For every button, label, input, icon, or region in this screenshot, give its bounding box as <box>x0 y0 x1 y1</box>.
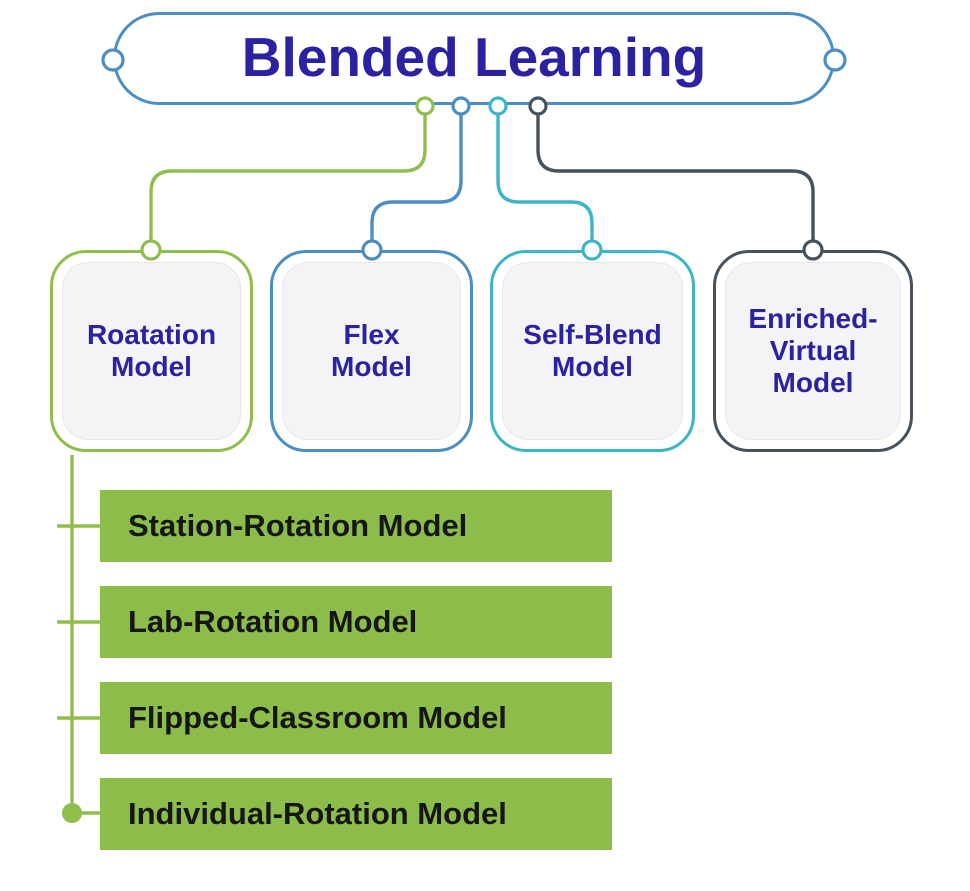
spine-end-dot <box>62 803 82 823</box>
branch-node-rotation: Roatation Model <box>50 250 253 452</box>
branch-node-enriched-virtual: Enriched-Virtual Model <box>713 250 913 452</box>
connector-enriched-virtual <box>536 114 815 241</box>
sub-bar-label: Lab-Rotation Model <box>128 604 418 639</box>
root-node: Blended Learning <box>113 12 835 105</box>
branch-label-enriched-virtual: Enriched-Virtual Model <box>748 302 878 399</box>
branch-label-rotation: Roatation Model <box>86 318 217 382</box>
branch-panel: Self-Blend Model <box>502 262 683 440</box>
sub-bar-label: Station-Rotation Model <box>128 508 468 543</box>
connector-rotation <box>149 114 427 241</box>
branch-label-flex: Flex Model <box>331 318 412 382</box>
branch-node-flex: Flex Model <box>270 250 473 452</box>
connector-flex <box>370 114 463 241</box>
branch-panel: Roatation Model <box>62 262 241 440</box>
sub-bar-label: Flipped-Classroom Model <box>128 700 507 735</box>
sub-bar-individual-rotation: Individual-Rotation Model <box>100 778 612 850</box>
sub-bar-flipped-classroom: Flipped-Classroom Model <box>100 682 612 754</box>
connector-self-blend <box>496 114 594 241</box>
sub-bar-station-rotation: Station-Rotation Model <box>100 490 612 562</box>
sub-bar-lab-rotation: Lab-Rotation Model <box>100 586 612 658</box>
branch-label-self-blend: Self-Blend Model <box>523 318 662 382</box>
branch-panel: Enriched-Virtual Model <box>725 262 901 440</box>
branch-node-self-blend: Self-Blend Model <box>490 250 695 452</box>
branch-panel: Flex Model <box>282 262 461 440</box>
sub-bar-label: Individual-Rotation Model <box>128 796 507 831</box>
root-label: Blended Learning <box>241 25 707 88</box>
